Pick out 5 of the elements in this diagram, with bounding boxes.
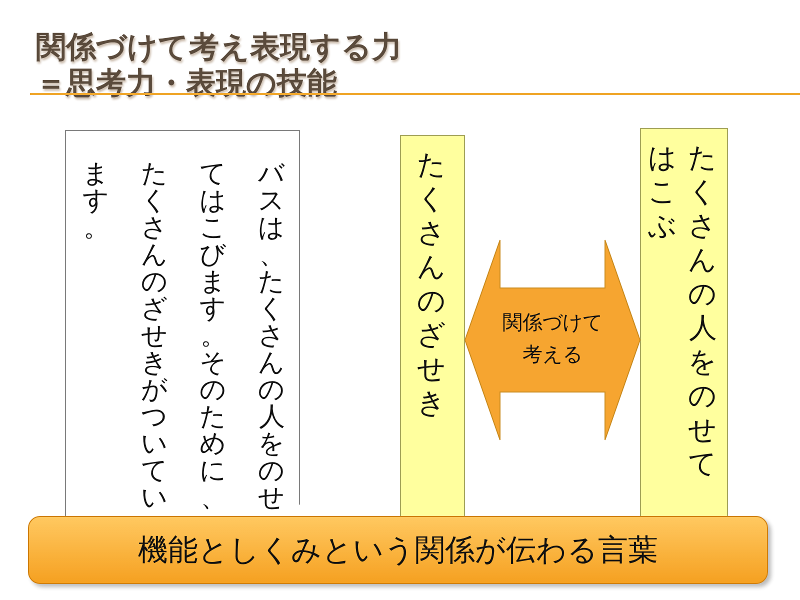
passage-text: バスは、たくさんの人をのせてはこびます。そのために、たくさんのざせきがついています。 — [83, 161, 285, 512]
banner-text: 機能としくみという関係が伝わる言葉 — [138, 532, 658, 570]
strip-text: たくさんの人をのせてはこぶ — [649, 141, 717, 481]
banner-box — [28, 516, 768, 584]
strip-text: たくさんのざせき — [416, 148, 447, 421]
